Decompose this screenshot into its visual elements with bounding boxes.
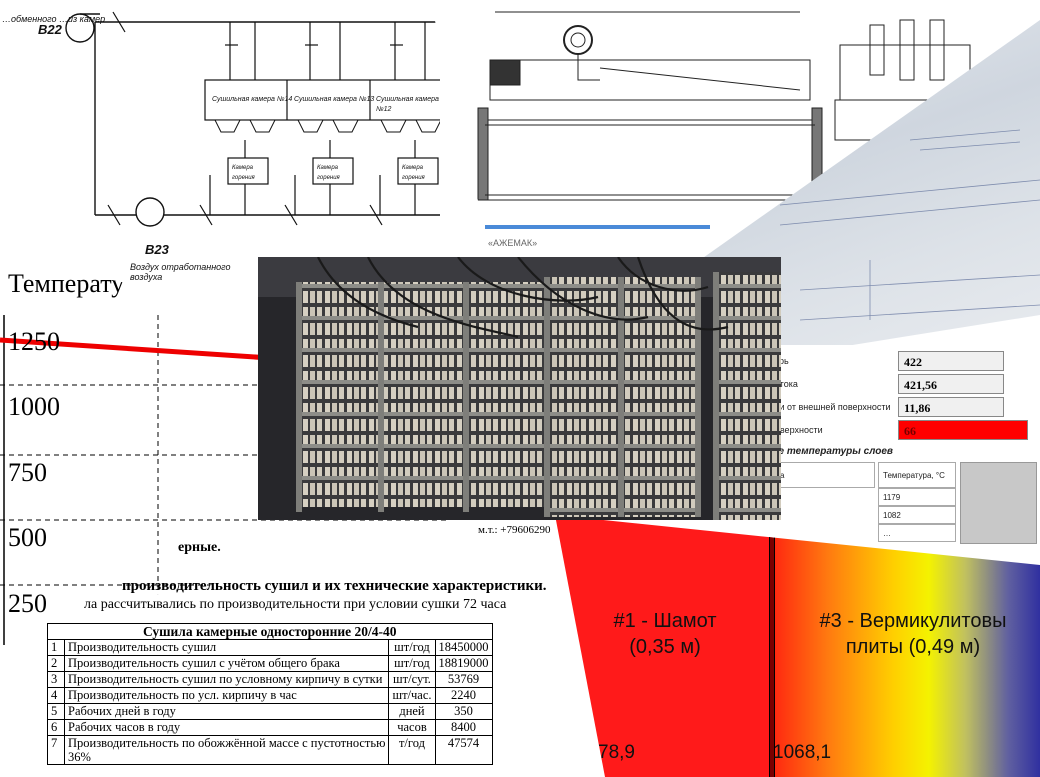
layer-label: #3 - Вермикулитовы плиты (0,49 м) bbox=[783, 608, 1040, 660]
fan-bottom-label: B23 bbox=[145, 242, 169, 257]
fan-bottom-caption: Воздух отработанного воздуха bbox=[130, 262, 231, 282]
thermo-label: поверхности bbox=[770, 425, 823, 435]
table-row: 1 Производительность сушил шт/год 184500… bbox=[47, 639, 493, 656]
row-number: 5 bbox=[47, 703, 65, 720]
row-number: 3 bbox=[47, 671, 65, 688]
row-value: 8400 bbox=[434, 719, 493, 736]
layer-thickness: плиты (0,49 м) bbox=[845, 636, 981, 658]
chamber-label: Сушильная камера №14 bbox=[212, 96, 293, 103]
thermo-subtitle: ые температуры слоев bbox=[770, 446, 893, 457]
row-name: Производительность по усл. кирпичу в час bbox=[63, 687, 390, 704]
spec-table: Сушила камерные односторонние 20/4-40 1 … bbox=[47, 623, 493, 765]
heat-chamber-label: Камера горения bbox=[317, 165, 340, 181]
row-value: 350 bbox=[434, 703, 493, 720]
row-unit: шт/год bbox=[388, 639, 436, 656]
table-header-row: Сушила камерные односторонние 20/4-40 bbox=[47, 623, 493, 640]
row-number: 4 bbox=[47, 687, 65, 704]
layer-temp-left: 78,9 bbox=[598, 742, 635, 763]
row-name: Производительность сушил с учётом общего… bbox=[63, 655, 390, 672]
chamber-label: Сушильная камера №12 bbox=[376, 96, 439, 113]
row-number: 1 bbox=[47, 639, 65, 656]
layer-label: #1 - Шамот (0,35 м) bbox=[585, 608, 745, 660]
row-value: 53769 bbox=[434, 671, 493, 688]
row-number: 6 bbox=[47, 719, 65, 736]
doc-heading: ерные. bbox=[178, 540, 221, 555]
table-row: 2 Производительность сушил с учётом обще… bbox=[47, 655, 493, 672]
firm-caption: «АЖЕМАК» bbox=[488, 238, 538, 248]
thermo-value-alert: 66 bbox=[898, 420, 1028, 440]
thermo-col-header: Температура, °С bbox=[878, 462, 956, 488]
fan-top-label: B22 bbox=[38, 22, 62, 37]
blueprint-lines bbox=[779, 129, 1040, 321]
thermo-col-first: а bbox=[775, 462, 875, 488]
dryer-photo-art bbox=[258, 257, 781, 520]
table-title: Сушила камерные односторонние 20/4-40 bbox=[47, 623, 493, 640]
row-name-wrap: 36% bbox=[68, 750, 91, 764]
row-name: Рабочих дней в году bbox=[63, 703, 390, 720]
fan-top-caption: …обменного …из камер bbox=[2, 14, 106, 24]
y-tick-label: 250 bbox=[8, 589, 47, 618]
y-tick-label: 500 bbox=[8, 523, 47, 552]
row-unit: шт/час. bbox=[388, 687, 436, 704]
table-row: 4 Производительность по усл. кирпичу в ч… bbox=[47, 687, 493, 704]
doc-contact: м.т.: +79606290 bbox=[478, 524, 551, 536]
wall-layers-diagram: #1 - Шамот (0,35 м) #3 - Вермикулитовы п… bbox=[555, 515, 1040, 777]
row-number: 2 bbox=[47, 655, 65, 672]
row-unit: шт/сут. bbox=[388, 671, 436, 688]
heat-chamber-label: Камера горения bbox=[232, 165, 255, 181]
doc-text: ла рассчитывались по производительности … bbox=[84, 597, 507, 612]
row-name-text: Производительность по обожжённой массе с… bbox=[68, 736, 386, 750]
thermo-label: потока bbox=[770, 379, 798, 389]
row-value: 18819000 bbox=[434, 655, 493, 672]
row-unit: шт/год bbox=[388, 655, 436, 672]
row-unit: т/год bbox=[388, 735, 436, 765]
table-row: 6 Рабочих часов в году часов 8400 bbox=[47, 719, 493, 736]
row-unit: дней bbox=[388, 703, 436, 720]
y-tick-label: 750 bbox=[8, 458, 47, 487]
row-name: Производительность сушил по условному ки… bbox=[63, 671, 390, 688]
layer-separator bbox=[769, 515, 775, 777]
doc-heading: производительность сушил и их технически… bbox=[122, 578, 547, 594]
thermo-temp: 1082 bbox=[878, 506, 956, 524]
thermo-label: ачи от внешней поверхности bbox=[770, 402, 891, 412]
row-value: 47574 bbox=[434, 735, 493, 765]
row-value: 18450000 bbox=[434, 639, 493, 656]
layer-name: #3 - Вермикулитовы bbox=[819, 610, 1007, 632]
thermo-side-cell bbox=[960, 462, 1037, 544]
row-value: 2240 bbox=[434, 687, 493, 704]
scheme-lines bbox=[65, 11, 440, 227]
thermo-value: 421,56 bbox=[898, 374, 1004, 394]
layer-thickness: (0,35 м) bbox=[629, 636, 701, 658]
thermo-value: 11,86 bbox=[898, 397, 1004, 417]
thermo-temp: 1179 bbox=[878, 488, 956, 506]
kiln-drawing-lines bbox=[477, 11, 976, 229]
heat-chamber-label: Камера горения bbox=[402, 165, 425, 181]
process-scheme: …обменного …из камер B22 B23 Воздух отра… bbox=[0, 0, 440, 300]
y-tick-label: 1000 bbox=[8, 392, 60, 421]
thermo-value: 422 bbox=[898, 351, 1004, 371]
row-unit: часов bbox=[388, 719, 436, 736]
layer-temp-right: 1068,1 bbox=[773, 742, 832, 763]
table-row: 7 Производительность по обожжённой массе… bbox=[47, 735, 493, 765]
thermo-temp: … bbox=[878, 524, 956, 542]
chamber-label: Сушильная камера №13 bbox=[294, 96, 375, 103]
table-row: 5 Рабочих дней в году дней 350 bbox=[47, 703, 493, 720]
row-number: 7 bbox=[47, 735, 65, 765]
row-name: Производительность по обожжённой массе с… bbox=[63, 735, 390, 765]
table-row: 3 Производительность сушил по условному … bbox=[47, 671, 493, 688]
y-tick-label: 1250 bbox=[8, 327, 60, 356]
layer-name: #1 - Шамот bbox=[613, 610, 717, 632]
dryer-photo bbox=[258, 257, 781, 520]
row-name: Рабочих часов в году bbox=[63, 719, 390, 736]
row-name: Производительность сушил bbox=[63, 639, 390, 656]
